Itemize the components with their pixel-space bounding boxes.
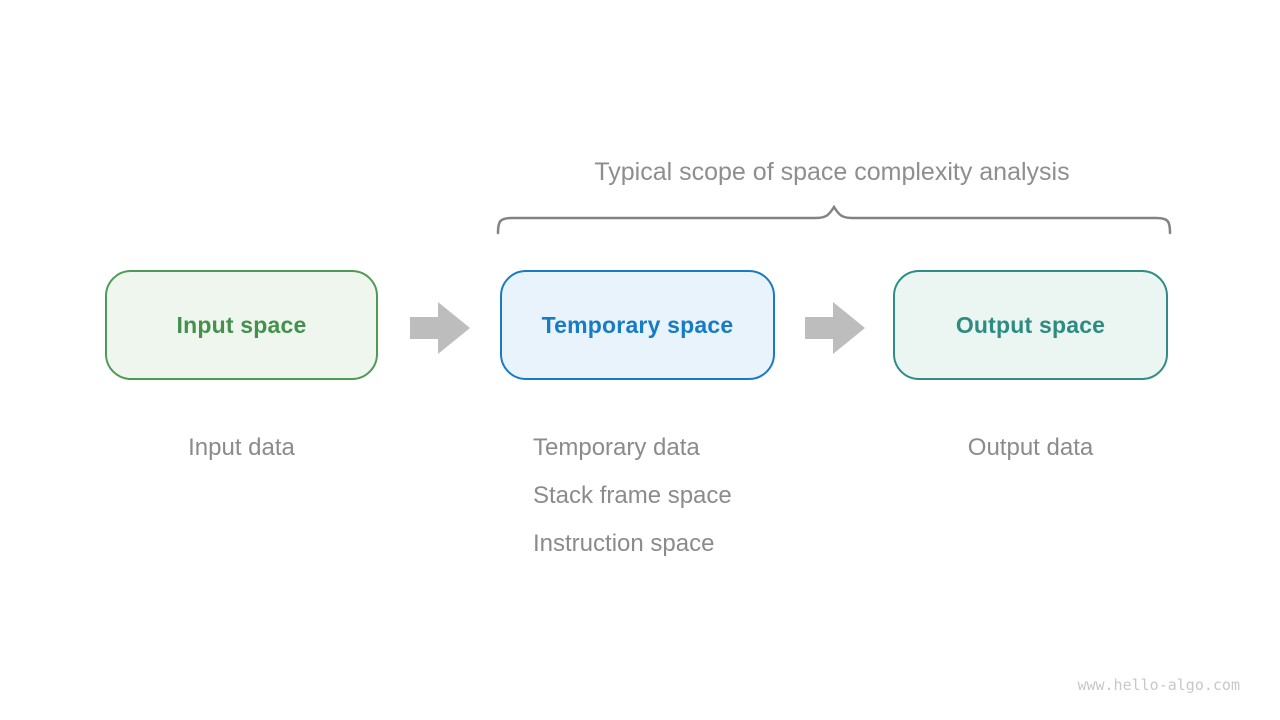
note-line: Instruction space [533, 530, 715, 557]
diagram-title: Typical scope of space complexity analys… [594, 158, 1070, 186]
input-space-box: Input space [105, 270, 378, 380]
temporary-space-notes: Temporary data Stack frame space Instruc… [533, 424, 732, 568]
output-space-notes: Output data [893, 424, 1168, 472]
note-line: Temporary data [533, 434, 700, 461]
arrow-right-icon [410, 302, 470, 354]
input-space-notes: Input data [105, 424, 378, 472]
temporary-space-box: Temporary space [500, 270, 775, 380]
note-line: Stack frame space [533, 482, 732, 509]
scope-brace-icon [496, 205, 1172, 235]
arrow-right-icon [805, 302, 865, 354]
temporary-space-label: Temporary space [541, 311, 734, 338]
input-space-label: Input space [176, 311, 307, 338]
note-line: Output data [967, 434, 1094, 461]
output-space-box: Output space [893, 270, 1168, 380]
watermark: www.hello-algo.com [1077, 676, 1240, 694]
note-line: Input data [188, 434, 295, 461]
output-space-label: Output space [955, 311, 1106, 338]
